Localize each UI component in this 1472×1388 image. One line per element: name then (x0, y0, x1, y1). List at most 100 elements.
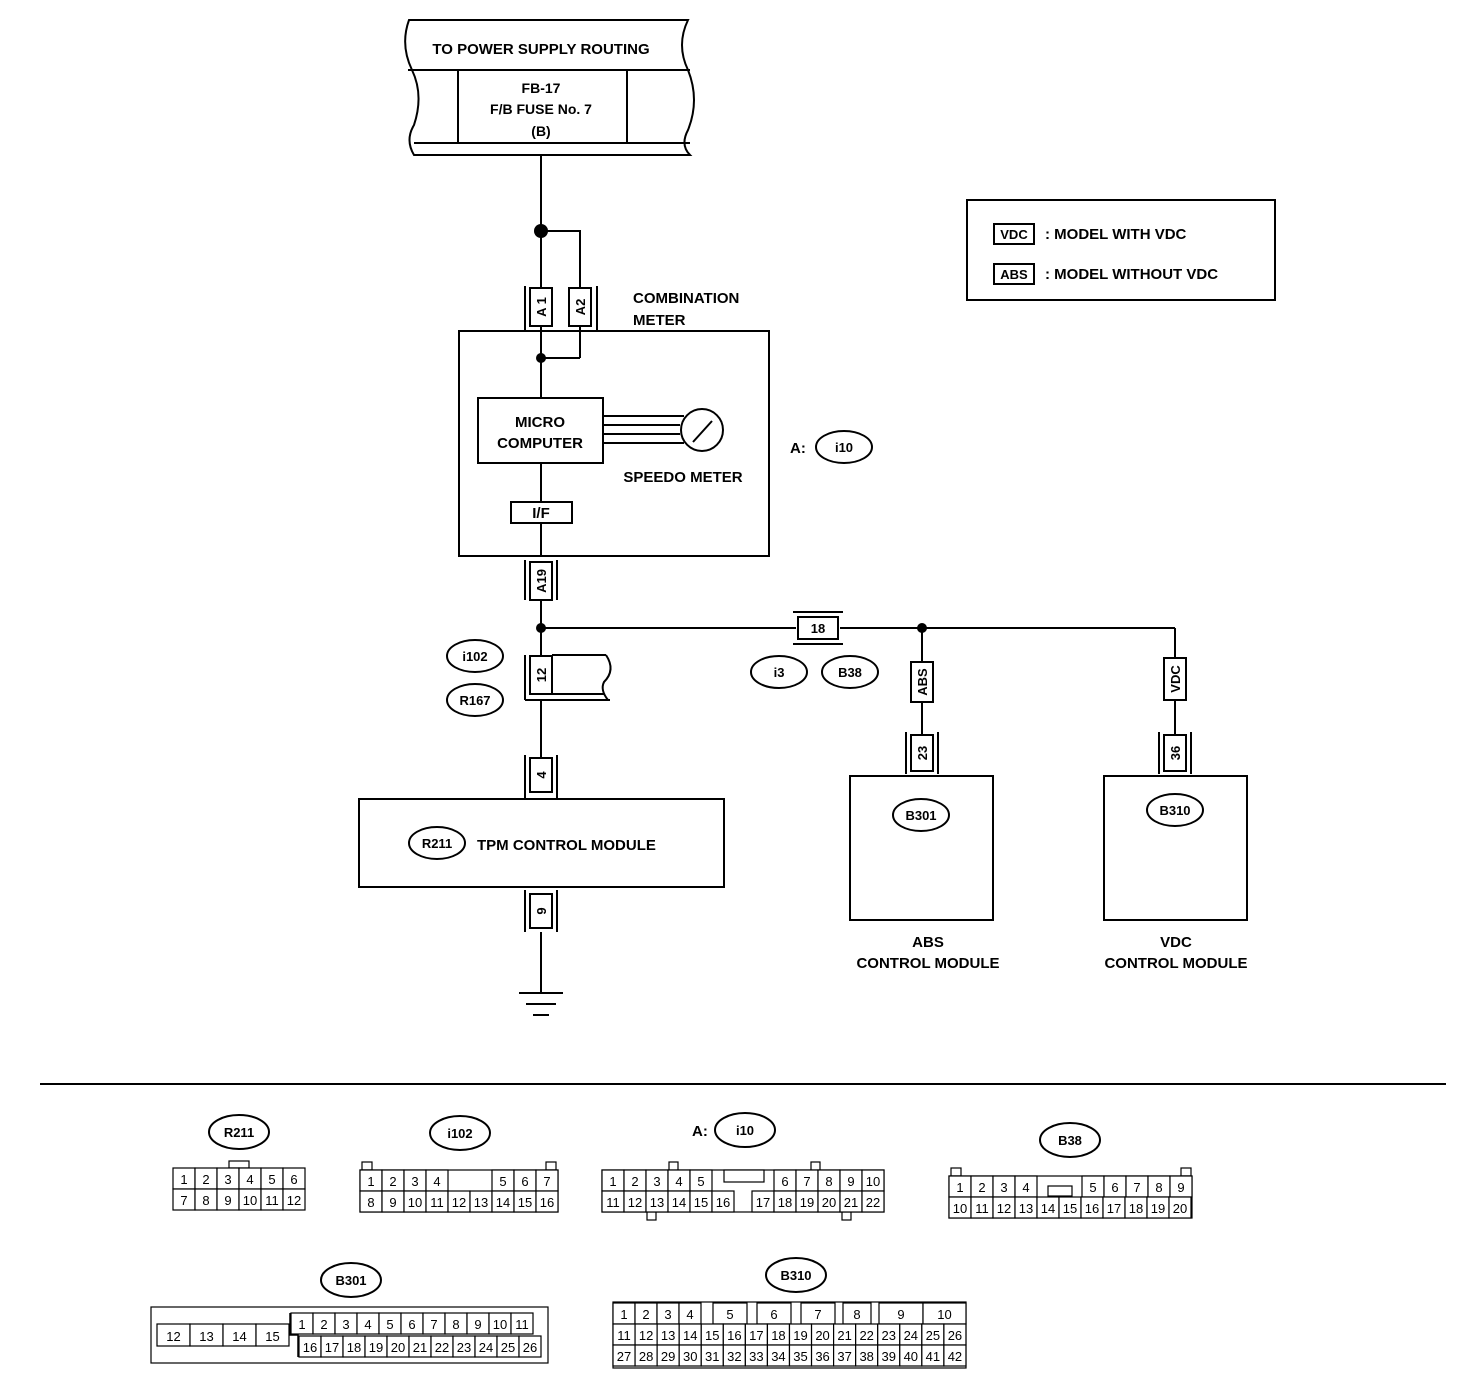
b310-pin: 10 (937, 1307, 951, 1322)
b310-pin: 30 (683, 1349, 697, 1364)
b38-pin: 9 (1177, 1180, 1184, 1195)
b301-pin: 21 (413, 1340, 427, 1355)
b310-pin: 8 (853, 1307, 860, 1322)
r211-pin: 1 (180, 1172, 187, 1187)
legend-abs-text: : MODEL WITHOUT VDC (1045, 266, 1218, 283)
b310-pin: 21 (837, 1328, 851, 1343)
b38-pin: 20 (1173, 1201, 1187, 1216)
ground-icon (519, 992, 563, 1016)
b38-pin: 16 (1085, 1201, 1099, 1216)
terminal-23: 23 (905, 732, 939, 774)
r211-pin: 2 (202, 1172, 209, 1187)
speedo-meter-label: SPEEDO METER (623, 469, 742, 486)
i102-pin: 15 (518, 1195, 532, 1210)
b310-pin: 41 (926, 1349, 940, 1364)
abs-branch-tag: ABS (915, 668, 930, 696)
i102-pin: 5 (499, 1174, 506, 1189)
r211-pin: 11 (265, 1193, 279, 1208)
b310-pin: 5 (726, 1307, 733, 1322)
r211-pin: 8 (202, 1193, 209, 1208)
i10-pin: 22 (866, 1195, 880, 1210)
i10-pin: 20 (822, 1195, 836, 1210)
conn-i3: i3 (774, 665, 785, 680)
abs-connector-id: B301 (905, 808, 936, 823)
i102-pin: 4 (433, 1174, 440, 1189)
vdc-branch-tag: VDC (1168, 665, 1183, 693)
b310-pin: 31 (705, 1349, 719, 1364)
b301-pin: 5 (386, 1317, 393, 1332)
b310-pin: 42 (948, 1349, 962, 1364)
i10-pin: 12 (628, 1195, 642, 1210)
b310-pin: 18 (771, 1328, 785, 1343)
legend-abs-tag: ABS (1000, 267, 1028, 282)
b310-pin: 3 (664, 1307, 671, 1322)
b310-pin: 35 (793, 1349, 807, 1364)
b301-pin: 20 (391, 1340, 405, 1355)
combination-meter-box: MICRO COMPUTER SPEEDO METER I/F (458, 326, 770, 557)
pin-9: 9 (534, 907, 549, 914)
abs-pin: 23 (915, 746, 930, 760)
b38-pin: 2 (978, 1180, 985, 1195)
abs-label-2: CONTROL MODULE (856, 955, 999, 972)
terminal-a1-a2: A 1 A2 (524, 286, 598, 330)
terminal-12: 12 (524, 654, 612, 701)
i102-pin: 9 (389, 1195, 396, 1210)
b310-pin: 7 (814, 1307, 821, 1322)
pin-a2: A2 (573, 299, 588, 316)
b38-pin: 19 (1151, 1201, 1165, 1216)
fuse-line-1: FB-17 (522, 80, 561, 96)
connector-r211-label: R211 (224, 1125, 254, 1140)
i10-pin: 19 (800, 1195, 814, 1210)
b301-pin: 3 (342, 1317, 349, 1332)
b38-pin: 15 (1063, 1201, 1077, 1216)
b310-pin: 26 (948, 1328, 962, 1343)
terminal-9: 9 (524, 890, 558, 932)
r211-pin: 5 (268, 1172, 275, 1187)
i10-pin: 17 (756, 1195, 770, 1210)
b38-pin: 3 (1000, 1180, 1007, 1195)
b310-pin: 15 (705, 1328, 719, 1343)
b310-pin: 13 (661, 1328, 675, 1343)
i10-pin: 15 (694, 1195, 708, 1210)
abs-label-1: ABS (912, 934, 944, 951)
b310-pin: 40 (904, 1349, 918, 1364)
i10-pin: 8 (825, 1174, 832, 1189)
i10-pin: 11 (606, 1195, 620, 1210)
i10-pin: 14 (672, 1195, 686, 1210)
vdc-control-module: B310 (1103, 775, 1248, 921)
i10-pin: 13 (650, 1195, 664, 1210)
legend: VDC : MODEL WITH VDC ABS : MODEL WITHOUT… (966, 199, 1276, 301)
b301-pin: 11 (515, 1317, 529, 1332)
connector-b38-label: B38 (1058, 1133, 1082, 1148)
r211-pin: 10 (243, 1193, 257, 1208)
b310-pin: 28 (639, 1349, 653, 1364)
connector-b301-label: B301 (335, 1273, 366, 1288)
i102-pin: 2 (389, 1174, 396, 1189)
b301-pin: 4 (364, 1317, 371, 1332)
conn-r167: R167 (459, 693, 490, 708)
b310-pin: 4 (686, 1307, 693, 1322)
interface-label: I/F (532, 505, 550, 522)
pin-4: 4 (534, 771, 549, 779)
r211-pin: 7 (180, 1193, 187, 1208)
terminal-a19: A19 (524, 560, 558, 601)
i102-pin: 16 (540, 1195, 554, 1210)
b310-pin: 9 (897, 1307, 904, 1322)
conn-b38: B38 (838, 665, 862, 680)
b310-pin: 32 (727, 1349, 741, 1364)
b310-pin: 38 (859, 1349, 873, 1364)
abs-control-module: B301 (849, 775, 994, 921)
connector-i10-label: i10 (736, 1123, 754, 1138)
b310-pin: 27 (617, 1349, 631, 1364)
i10-pin: 6 (781, 1174, 788, 1189)
vdc-pin: 36 (1168, 746, 1183, 760)
b310-pin: 34 (771, 1349, 785, 1364)
b310-pin: 16 (727, 1328, 741, 1343)
legend-vdc-text: : MODEL WITH VDC (1045, 226, 1187, 243)
b38-pin: 14 (1041, 1201, 1055, 1216)
i10-pin: 16 (716, 1195, 730, 1210)
b301-pin: 10 (493, 1317, 507, 1332)
b310-pin: 11 (617, 1328, 631, 1343)
vdc-label-1: VDC (1160, 934, 1192, 951)
